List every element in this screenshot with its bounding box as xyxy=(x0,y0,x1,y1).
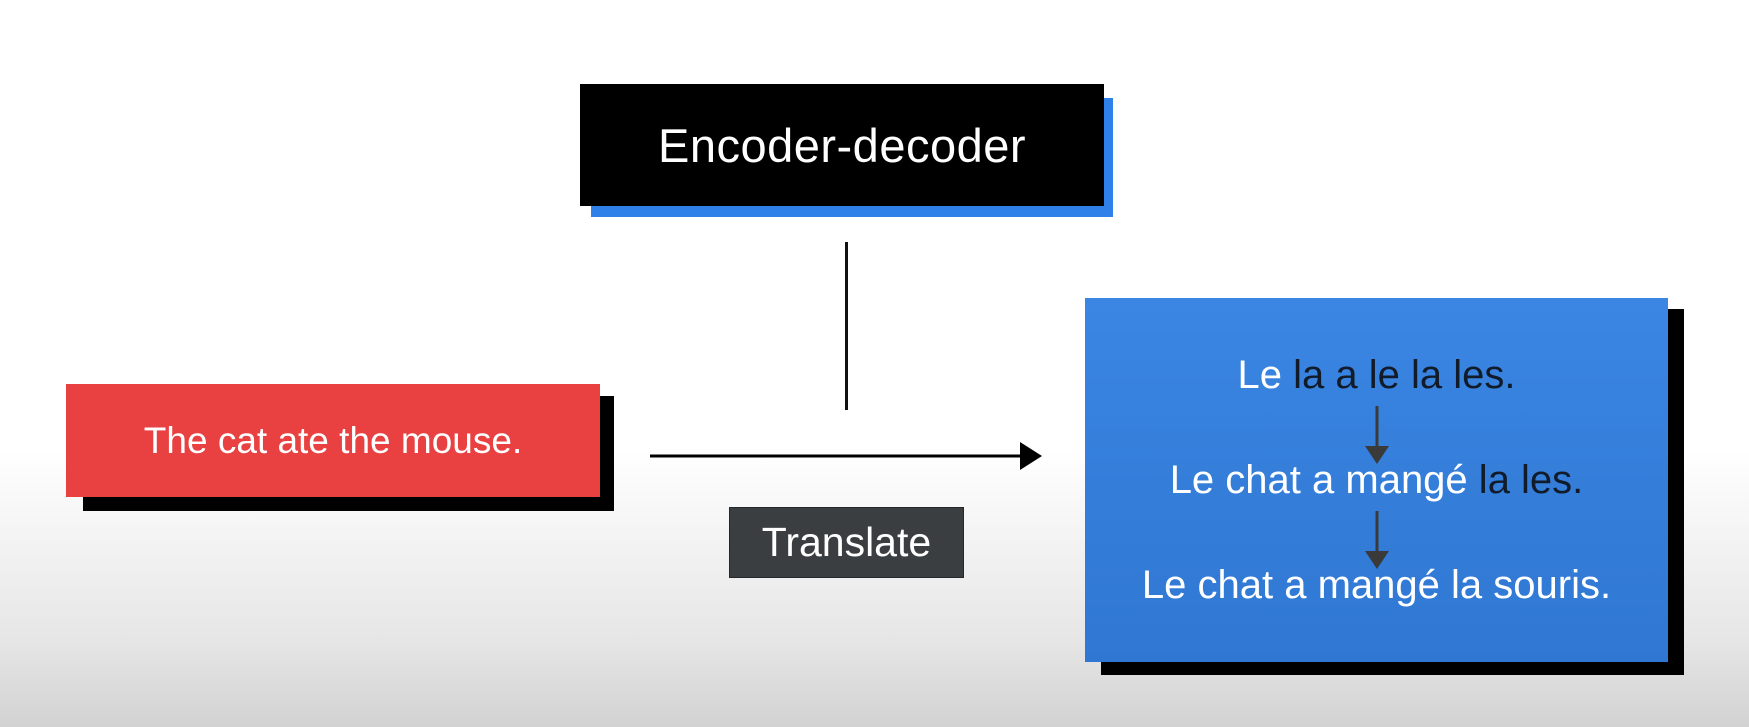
translate-label-box: Translate xyxy=(729,507,964,578)
input-sentence-box: The cat ate the mouse. xyxy=(66,384,600,497)
output-translation-box: Le la a le la les. Le chat a mangé la le… xyxy=(1085,298,1668,662)
right-arrow-icon xyxy=(650,442,1042,470)
output-step-2-pending: la les. xyxy=(1467,458,1584,502)
vertical-connector xyxy=(845,242,848,410)
input-sentence: The cat ate the mouse. xyxy=(143,419,523,461)
output-step-3: Le chat a mangé la souris. xyxy=(1085,563,1668,608)
encoder-decoder-label: Encoder-decoder xyxy=(657,118,1027,172)
encoder-decoder-box: Encoder-decoder xyxy=(580,84,1104,206)
output-step-1-correct: Le xyxy=(1237,353,1283,397)
down-arrow-icon xyxy=(1365,406,1389,464)
output-step-1: Le la a le la les. xyxy=(1085,353,1668,398)
down-arrow-icon xyxy=(1365,511,1389,569)
output-step-2-correct: Le chat a mangé xyxy=(1169,458,1468,502)
output-step-3-correct: Le chat a mangé la souris. xyxy=(1141,563,1612,607)
translate-label: Translate xyxy=(761,519,932,565)
output-step-2: Le chat a mangé la les. xyxy=(1085,458,1668,503)
output-step-1-pending: la a le la les. xyxy=(1282,353,1516,397)
